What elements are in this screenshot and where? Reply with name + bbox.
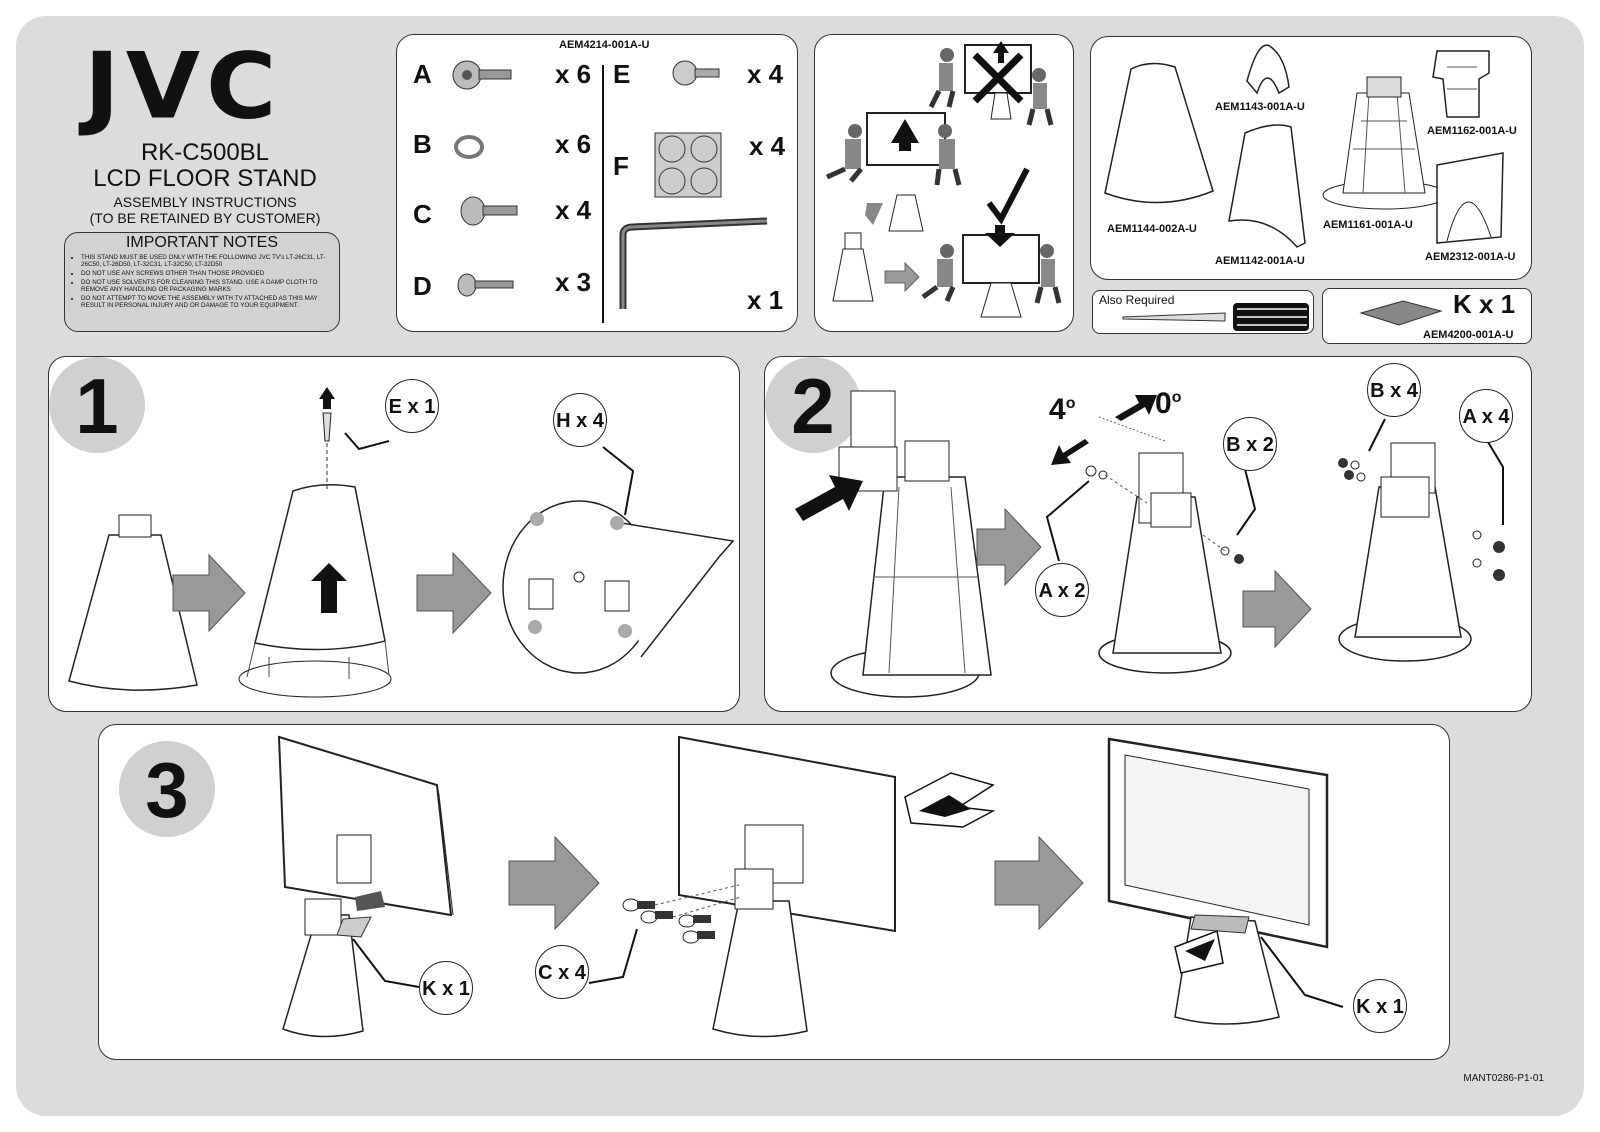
note-item: THIS STAND MUST BE USED ONLY WITH THE FO… [81, 254, 335, 268]
callout-a2: A x 2 [1035, 563, 1089, 617]
instructions-line-1: ASSEMBLY INSTRUCTIONS [113, 194, 297, 210]
note-item: DO NOT USE ANY SCREWS OTHER THAN THOSE P… [81, 270, 335, 277]
part-letter: D [413, 271, 432, 301]
parts-illustration [452, 60, 768, 323]
person-icon [825, 124, 863, 183]
part-qty: x 3 [555, 267, 592, 297]
angle-label-4: 4o [1049, 393, 1076, 426]
instructions-line-2: (TO BE RETAINED BY CUSTOMER) [89, 210, 321, 226]
part-qty: x 4 [747, 59, 784, 89]
washer-b-icon [454, 135, 484, 159]
step-1-illustration [68, 387, 735, 698]
step-1-panel: 1 E x 1 H x 4 [48, 356, 740, 712]
subtitle: ASSEMBLY INSTRUCTIONS (TO BE RETAINED BY… [60, 194, 350, 226]
handling-box [814, 34, 1074, 332]
screw-c-icon [460, 196, 518, 226]
components-illustration [1104, 44, 1504, 248]
screw-c-icon [640, 910, 673, 924]
part-qty: x 6 [555, 129, 592, 159]
screw-e-icon [672, 60, 720, 86]
person-icon [928, 48, 956, 109]
component-code: AEM1144-002A-U [1107, 223, 1197, 235]
pads-f-icon [654, 132, 722, 198]
k-part-code: AEM4200-001A-U [1423, 329, 1514, 341]
model-title: RK-C500BL LCD FLOOR STAND [60, 140, 350, 192]
note-item: DO NOT USE SOLVENTS FOR CLEANING THIS ST… [81, 279, 335, 293]
component-code: AEM1162-001A-U [1427, 125, 1517, 137]
part-qty: x 6 [555, 59, 592, 89]
rear-cover-icon [1228, 124, 1306, 248]
step-number-2: 2 [765, 357, 861, 453]
step-number-3: 3 [119, 741, 215, 837]
screw-a-icon [452, 60, 512, 90]
also-required-label: Also Required [1099, 293, 1175, 307]
brand-logo: JVC [84, 32, 283, 140]
model-number: RK-C500BL [140, 139, 270, 166]
person-icon [921, 244, 956, 302]
callout-b2: B x 2 [1223, 417, 1277, 471]
step-3-illustration [277, 735, 1344, 1038]
callout-c: C x 4 [535, 945, 589, 999]
component-code: AEM1161-001A-U [1323, 219, 1413, 231]
part-qty: x 4 [749, 131, 786, 161]
screw-c-icon [622, 898, 655, 912]
angle-label-0: 0o [1155, 387, 1182, 420]
callout-e: E x 1 [385, 379, 439, 433]
part-qty: x 4 [555, 195, 592, 225]
components-box: AEM1143-001A-U AEM1162-001A-U AEM1144-00… [1090, 36, 1532, 280]
component-code: AEM2312-001A-U [1425, 251, 1516, 263]
person-icon [1026, 68, 1054, 126]
notes-title: IMPORTANT NOTES [125, 234, 278, 251]
k-part-box: K x 1 AEM4200-001A-U [1322, 288, 1532, 344]
top-cap-icon [1246, 44, 1290, 95]
callout-a4: A x 4 [1459, 389, 1513, 443]
screw-c-icon [682, 930, 715, 944]
note-item: DO NOT ATTEMPT TO MOVE THE ASSEMBLY WITH… [81, 295, 335, 309]
callout-k-right: K x 1 [1353, 979, 1407, 1033]
screw-d-icon [457, 273, 514, 297]
parts-box: AEM4214-001A-U A x 6 B x 6 C x 4 D x 3 E… [396, 34, 798, 332]
step-2-panel: 2 [764, 356, 1532, 712]
screw-c-icon [678, 914, 711, 928]
screwdriver-icon [1122, 303, 1309, 331]
callout-b4: B x 4 [1367, 363, 1421, 417]
hex-key-icon [619, 217, 768, 309]
component-code: AEM1142-001A-U [1215, 255, 1305, 267]
part-letter: F [613, 151, 629, 181]
callout-k-left: K x 1 [419, 961, 473, 1015]
handling-illustration [825, 41, 1062, 318]
frame-icon [1322, 76, 1448, 210]
k-part-label: K x 1 [1453, 289, 1516, 319]
step-number-1: 1 [49, 357, 145, 453]
also-required-box: Also Required [1092, 290, 1314, 334]
back-plate-icon [1436, 152, 1504, 244]
component-code: AEM1143-001A-U [1215, 101, 1305, 113]
important-notes: IMPORTANT NOTES THIS STAND MUST BE USED … [64, 232, 340, 332]
cone-cover-icon [1104, 62, 1214, 204]
step-3-panel: 3 K x 1 C x 4 [98, 724, 1450, 1060]
foam-pad-icon [1359, 300, 1443, 326]
part-letter: A [413, 59, 432, 89]
callout-h: H x 4 [553, 393, 607, 447]
part-letter: B [413, 129, 432, 159]
product-name: LCD FLOOR STAND [93, 165, 317, 192]
person-icon [934, 124, 962, 186]
part-letter: C [413, 199, 432, 229]
step-2-illustration [795, 390, 1505, 698]
key-qty: x 1 [747, 285, 784, 315]
parts-pack-code: AEM4214-001A-U [559, 39, 650, 51]
document-code: MANT0286-P1-01 [1463, 1073, 1544, 1084]
bracket-icon [1432, 50, 1490, 118]
person-icon [1034, 244, 1062, 304]
part-letter: E [613, 59, 631, 89]
